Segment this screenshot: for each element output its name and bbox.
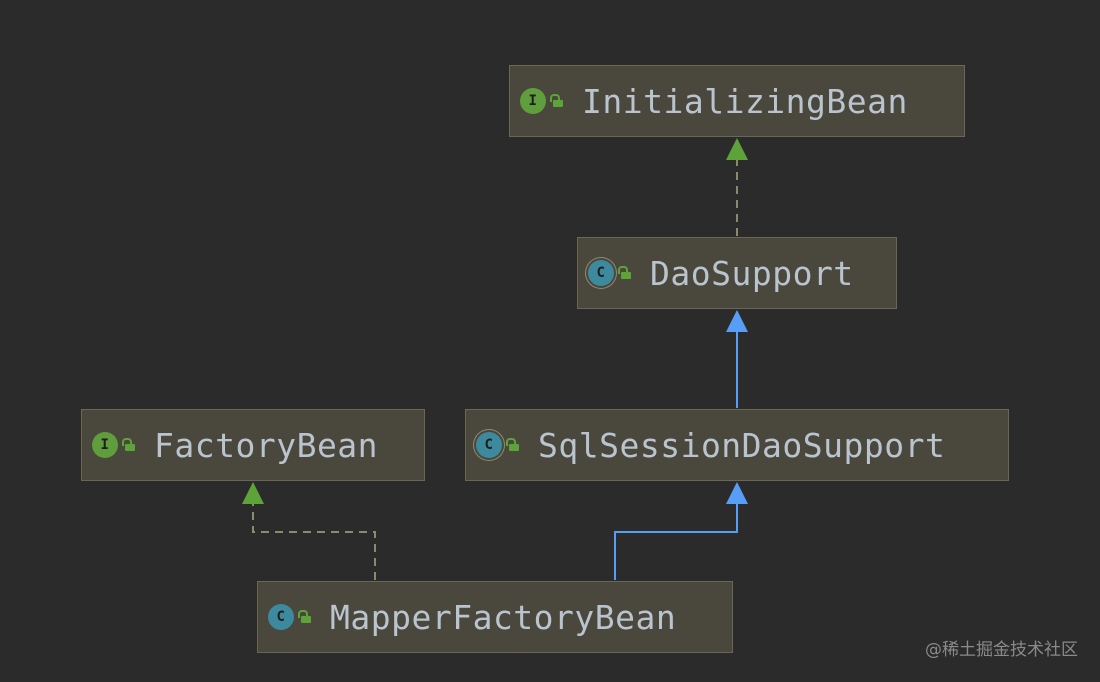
node-label: InitializingBean xyxy=(582,81,908,121)
unlock-icon xyxy=(122,438,136,451)
unlock-icon xyxy=(506,438,520,451)
unlock-icon xyxy=(550,94,564,107)
interface-icon: I xyxy=(92,432,118,458)
implements-arrowhead-initializingbean xyxy=(726,138,748,160)
unlock-icon xyxy=(298,610,312,623)
abstract-class-icon: C xyxy=(476,432,502,458)
unlock-icon xyxy=(618,266,632,279)
node-daosupport[interactable]: C DaoSupport xyxy=(577,237,897,309)
edge-mapperfactorybean-to-factorybean xyxy=(252,504,376,580)
extends-arrowhead-daosupport xyxy=(726,310,748,332)
class-icon: C xyxy=(268,604,294,630)
node-label: DaoSupport xyxy=(650,253,854,293)
abstract-class-icon: C xyxy=(588,260,614,286)
implements-arrowhead-factorybean xyxy=(242,482,264,504)
node-sqlsessiondaosupport[interactable]: C SqlSessionDaoSupport xyxy=(465,409,1009,481)
node-factorybean[interactable]: I FactoryBean xyxy=(81,409,425,481)
extends-arrowhead-sqlsessiondaosupport xyxy=(726,482,748,504)
node-initializingbean[interactable]: I InitializingBean xyxy=(509,65,965,137)
node-mapperfactorybean[interactable]: C MapperFactoryBean xyxy=(257,581,733,653)
node-label: FactoryBean xyxy=(154,425,379,465)
interface-icon: I xyxy=(520,88,546,114)
watermark: @稀土掘金技术社区 xyxy=(925,640,1078,660)
edge-mapperfactorybean-to-sqlsessiondaosupport xyxy=(614,504,738,580)
node-label: SqlSessionDaoSupport xyxy=(538,425,946,465)
node-label: MapperFactoryBean xyxy=(330,597,677,637)
